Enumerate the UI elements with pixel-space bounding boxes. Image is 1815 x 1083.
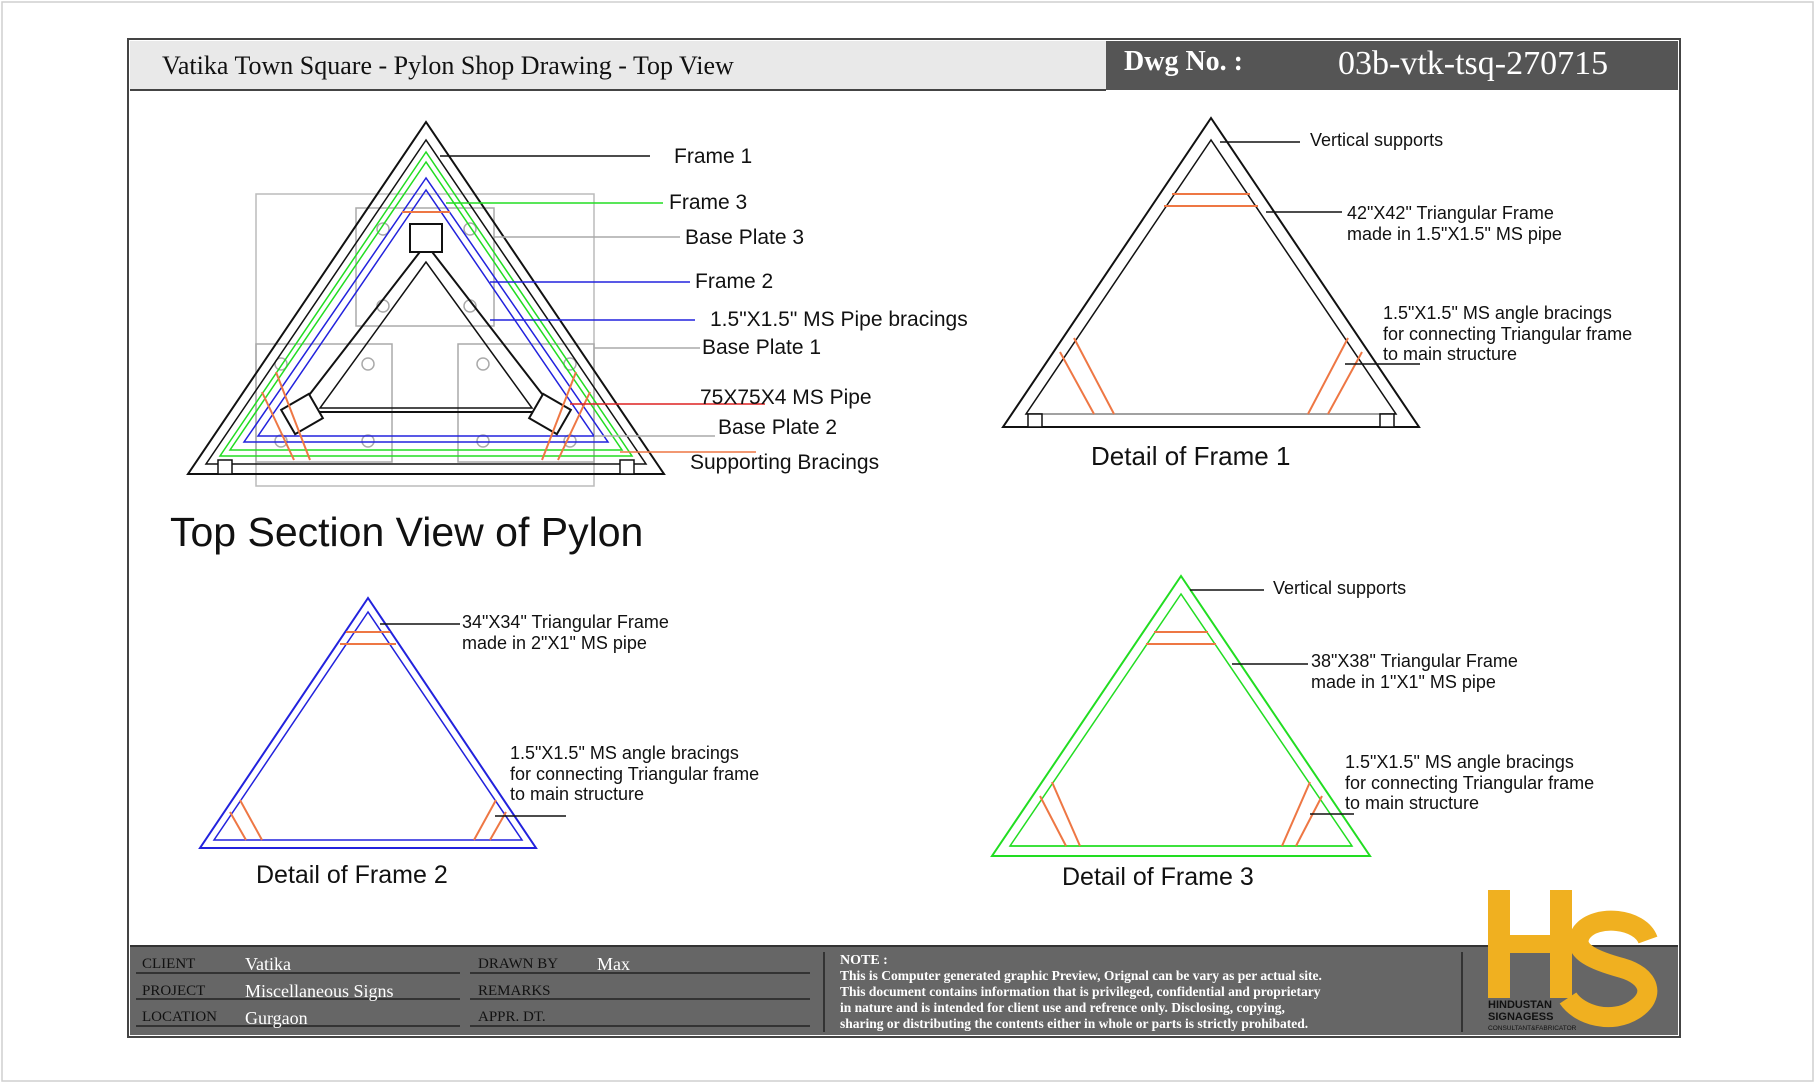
base-plate-3	[355, 207, 495, 327]
ms-pipe-square-top	[409, 223, 443, 253]
top-section-title: Top Section View of Pylon	[170, 509, 643, 555]
frame-1-inner	[204, 138, 648, 465]
detail3-title: Detail of Frame 3	[1062, 863, 1254, 891]
frame-3-outer	[218, 150, 634, 457]
project-value: Miscellaneous Signs	[245, 981, 394, 1001]
drawing-frame	[127, 38, 1681, 1038]
base-plate-outline	[255, 193, 595, 487]
note-line-2: This document contains information that …	[840, 984, 1321, 999]
logo-line-2: SIGNAGESS	[1488, 1011, 1553, 1023]
label-ms-pipe: 75X75X4 MS Pipe	[700, 386, 872, 409]
detail2-angle-line3: to main structure	[510, 784, 644, 804]
dwg-number-value: 03b-vtk-tsq-270715	[1338, 45, 1608, 82]
title-bar	[130, 41, 1106, 90]
detail1-angle-line3: to main structure	[1383, 344, 1517, 364]
note-label: NOTE :	[840, 953, 888, 968]
detail3-angle-line2: for connecting Triangular frame	[1345, 773, 1594, 793]
label-base-plate-3: Base Plate 3	[685, 226, 804, 249]
client-label: CLIENT	[142, 956, 195, 972]
detail-frame-3: Vertical supports 38"X38" Triangular Fra…	[990, 574, 1594, 891]
detail2-angle-line2: for connecting Triangular frame	[510, 764, 759, 784]
frame-1-outer	[186, 120, 666, 475]
label-base-plate-1: Base Plate 1	[702, 336, 821, 359]
label-base-plate-2: Base Plate 2	[718, 416, 837, 439]
frame-2-outer	[242, 176, 610, 443]
title-block-bg	[130, 946, 1678, 1035]
detail-frame-2: 34"X34" Triangular Frame made in 2"X1" M…	[198, 596, 759, 889]
detail1-corner-right	[1379, 413, 1395, 428]
detail2-frame-line2: made in 2"X1" MS pipe	[462, 633, 647, 653]
note-line-4: sharing or distributing the contents eit…	[840, 1016, 1308, 1031]
label-pipe-bracings: 1.5"X1.5" MS Pipe bracings	[710, 308, 968, 331]
detail1-corner-left	[1027, 413, 1043, 428]
detail3-bracings	[1039, 631, 1323, 847]
detail1-angle-line1: 1.5"X1.5" MS angle bracings	[1383, 303, 1612, 323]
detail3-frame-line2: made in 1"X1" MS pipe	[1311, 672, 1496, 692]
ms-pipe-outer	[293, 242, 559, 413]
ms-pipe-inner	[318, 260, 534, 409]
detail3-angle-line1: 1.5"X1.5" MS angle bracings	[1345, 752, 1574, 772]
detail1-frame-outer	[1001, 116, 1421, 428]
ms-pipe-square-left	[279, 392, 325, 436]
location-label: LOCATION	[142, 1009, 217, 1025]
detail3-frame-line1: 38"X38" Triangular Frame	[1311, 651, 1518, 671]
detail2-bracings	[229, 631, 507, 841]
corner-square-right	[619, 459, 635, 475]
label-frame-1: Frame 1	[674, 145, 752, 168]
detail2-frame-outer	[198, 596, 538, 849]
detail1-title: Detail of Frame 1	[1091, 441, 1290, 471]
label-frame-3: Frame 3	[669, 191, 747, 214]
note-line-1: This is Computer generated graphic Previ…	[840, 968, 1322, 983]
title-block-rules	[136, 952, 1463, 1032]
note-line-3: in nature and is intended for client use…	[840, 1000, 1285, 1015]
remarks-label: REMARKS	[478, 983, 551, 999]
logo-line-3: CONSULTANT&FABRICATOR	[1488, 1025, 1577, 1032]
top-leaders	[440, 155, 756, 453]
base-plate-2	[457, 343, 595, 463]
location-value: Gurgaon	[245, 1008, 308, 1028]
logo-line-1: HINDUSTAN	[1488, 999, 1552, 1011]
label-frame-2: Frame 2	[695, 270, 773, 293]
dwg-number-label: Dwg No. :	[1124, 46, 1243, 77]
client-value: Vatika	[245, 954, 291, 974]
supporting-bracings	[261, 211, 591, 461]
title-block: CLIENT Vatika PROJECT Miscellaneous Sign…	[130, 890, 1678, 1035]
ms-pipe-square-right	[527, 392, 573, 436]
drawn-by-value: Max	[597, 954, 630, 974]
detail2-angle-line1: 1.5"X1.5" MS angle bracings	[510, 743, 739, 763]
detail3-frame-outer	[990, 574, 1372, 857]
detail1-frame-line2: made in 1.5"X1.5" MS pipe	[1347, 224, 1562, 244]
detail1-angle-line2: for connecting Triangular frame	[1383, 324, 1632, 344]
hindustan-signagess-logo: HINDUSTAN SIGNAGESS CONSULTANT&FABRICATO…	[1488, 890, 1658, 1032]
detail-frame-1: Vertical supports 42"X42" Triangular Fra…	[1001, 116, 1632, 471]
corner-square-left	[217, 459, 233, 475]
detail2-frame-inner	[212, 610, 524, 841]
label-supporting-bracings: Supporting Bracings	[690, 451, 879, 474]
detail1-vertical-supports: Vertical supports	[1310, 130, 1443, 150]
detail3-vertical-supports: Vertical supports	[1273, 578, 1406, 598]
detail3-angle-line3: to main structure	[1345, 793, 1479, 813]
detail2-frame-line1: 34"X34" Triangular Frame	[462, 612, 669, 632]
frame-3-inner	[228, 160, 624, 451]
appr-label: APPR. DT.	[478, 1009, 546, 1025]
detail1-frame-line1: 42"X42" Triangular Frame	[1347, 203, 1554, 223]
detail1-bracings	[1059, 193, 1363, 415]
dwg-number-box	[1106, 41, 1678, 90]
drawing-title: Vatika Town Square - Pylon Shop Drawing …	[162, 51, 734, 80]
top-section-view: Frame 1 Frame 3 Base Plate 3 Frame 2 1.5…	[170, 120, 968, 555]
frame-2-inner	[256, 188, 596, 437]
drawn-by-label: DRAWN BY	[478, 956, 558, 972]
detail2-title: Detail of Frame 2	[256, 861, 448, 889]
project-label: PROJECT	[142, 983, 205, 999]
